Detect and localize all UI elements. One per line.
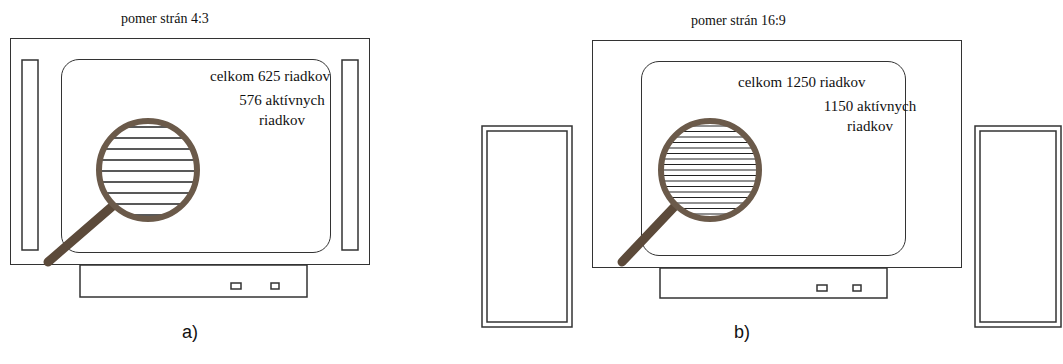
magnifier-ring — [99, 121, 197, 219]
tv-button — [817, 285, 827, 291]
tv-frame: pomer strán 16:9celkom 1250 riadkov1150 … — [592, 40, 962, 268]
aspect-ratio-title: pomer strán 16:9 — [691, 11, 786, 31]
active-lines: 576 aktívnych riadkov — [232, 90, 332, 130]
total-lines: celkom 625 riadkov — [210, 66, 330, 86]
magnifier-ring — [661, 121, 759, 219]
tv-stand — [660, 268, 887, 298]
magnifier-handle — [48, 204, 115, 262]
speaker-bar — [22, 60, 38, 250]
speaker-box — [980, 131, 1056, 322]
speaker-box — [482, 126, 572, 327]
tv-button — [231, 283, 241, 289]
panel-label: b) — [734, 322, 750, 343]
total-lines: celkom 1250 riadkov — [738, 72, 898, 92]
scan-lines — [655, 126, 765, 214]
aspect-ratio-title: pomer strán 4:3 — [121, 9, 209, 29]
speaker-bar — [342, 60, 358, 250]
tv-button — [271, 283, 279, 289]
scan-lines — [95, 127, 200, 215]
tv-button — [853, 285, 861, 291]
panel-label: a) — [182, 322, 198, 343]
speaker-box — [975, 126, 1061, 327]
tv-frame: pomer strán 4:3celkom 625 riadkov576 akt… — [10, 38, 370, 265]
tv-screen: celkom 1250 riadkov1150 aktívnych riadko… — [641, 61, 906, 256]
speaker-box — [487, 131, 567, 322]
magnifier-lens — [662, 122, 758, 218]
tv-stand — [80, 265, 307, 297]
magnifier-handle — [622, 204, 677, 262]
tv-screen: celkom 625 riadkov 576 aktívnych riadkov — [61, 59, 331, 253]
magnifier-lens — [100, 122, 196, 218]
active-lines: 1150 aktívnych riadkov — [814, 96, 926, 136]
